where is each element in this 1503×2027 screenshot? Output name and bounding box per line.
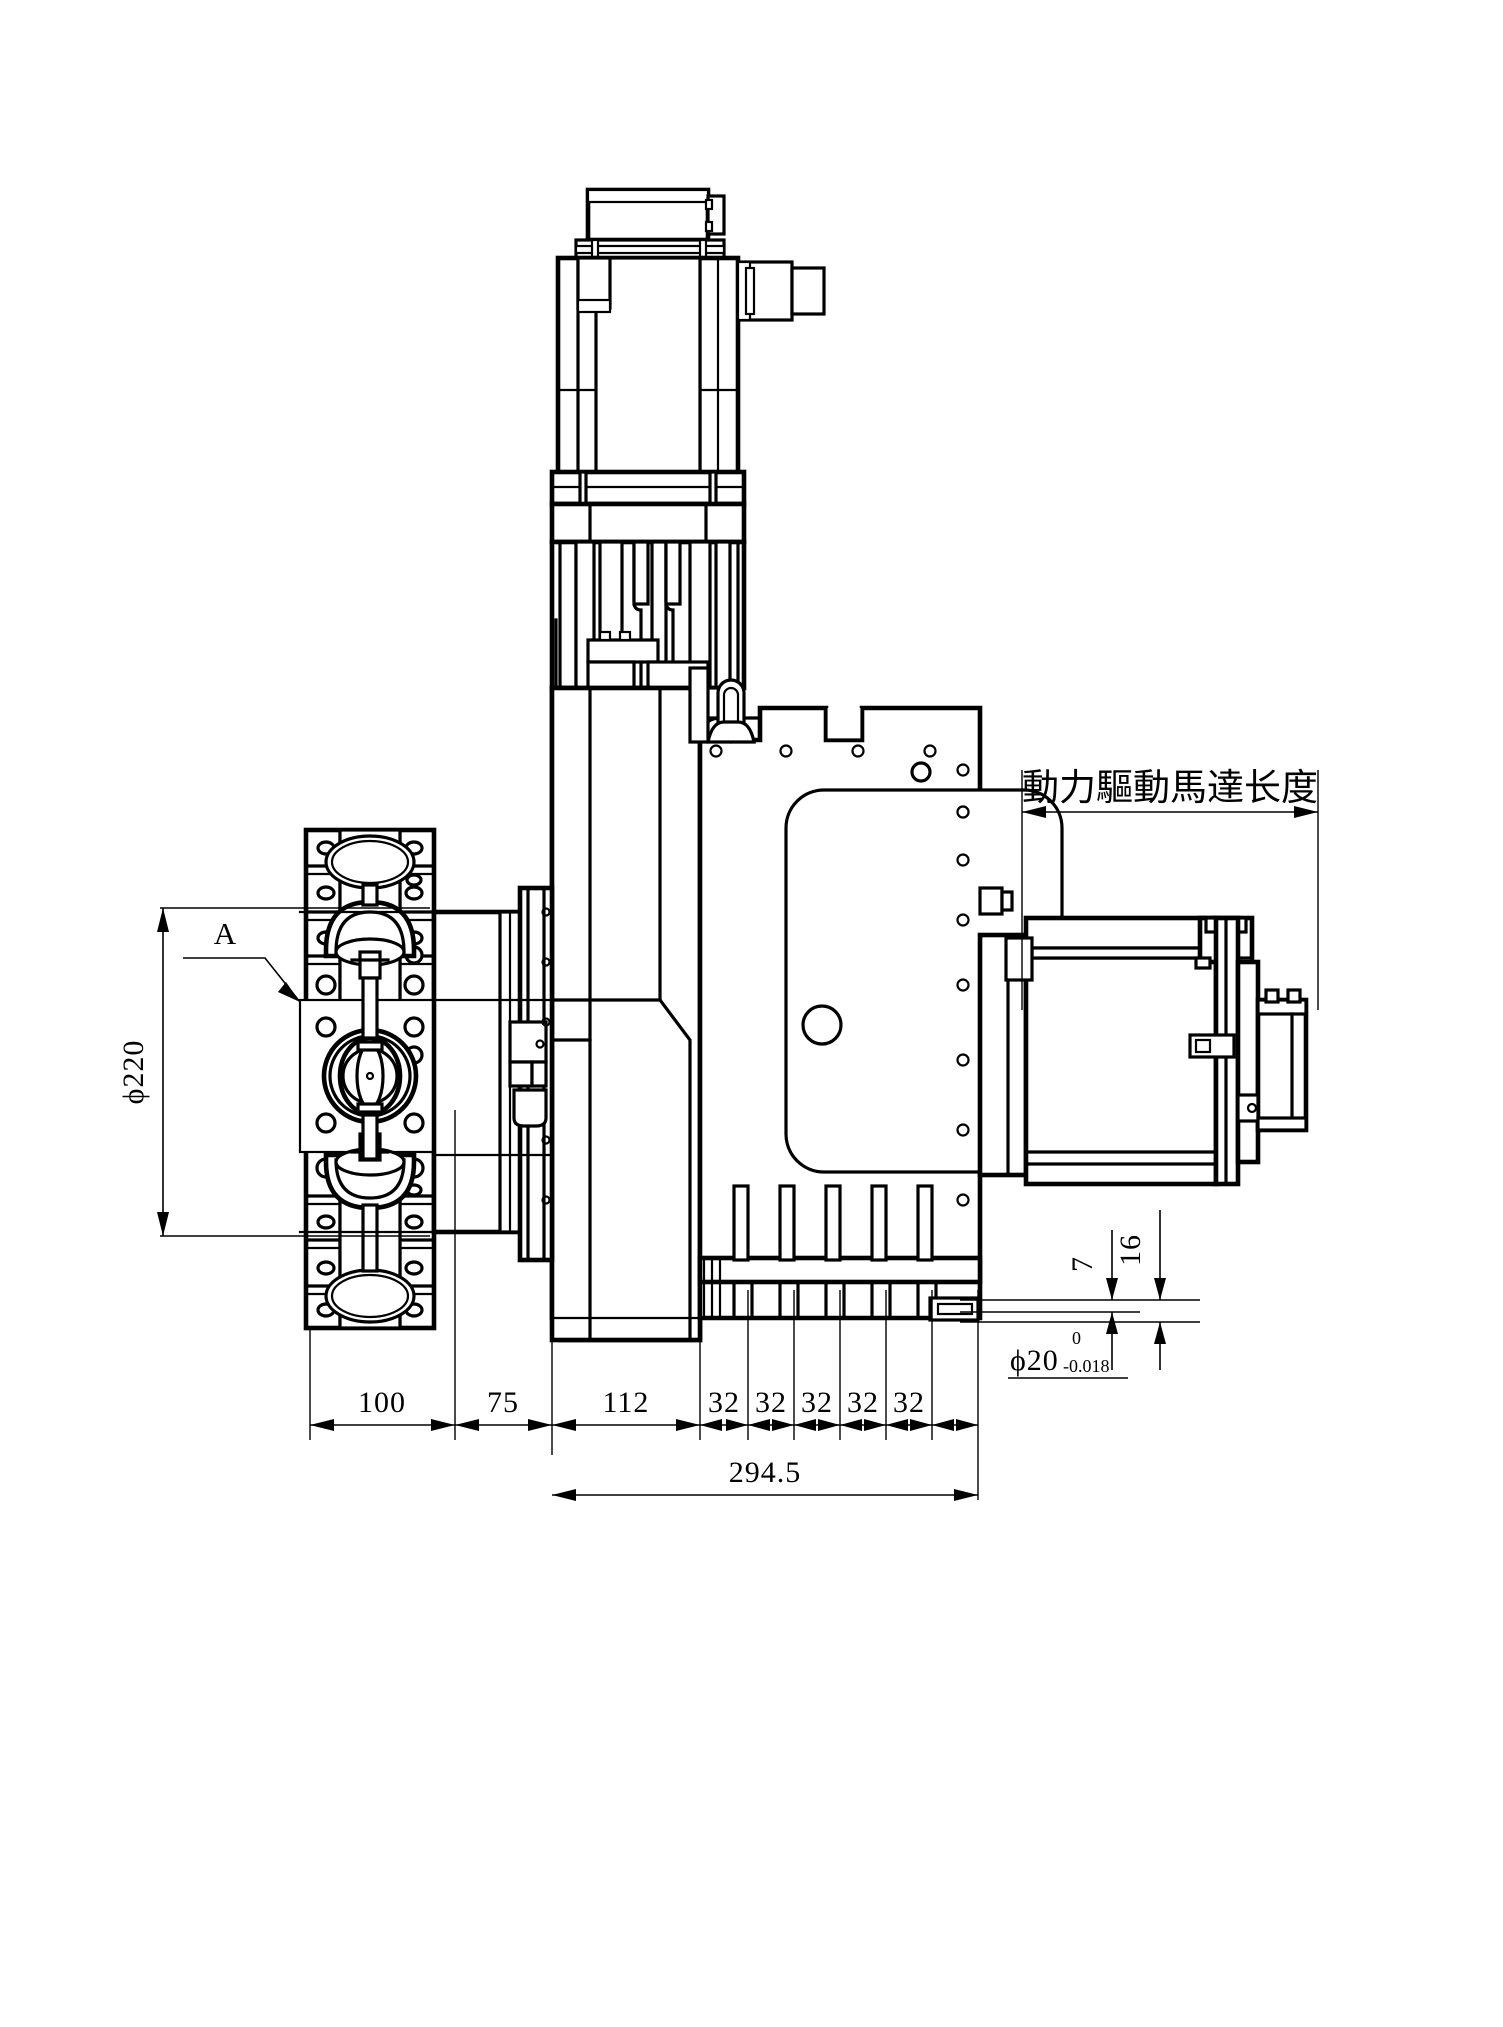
dimension-7-16: 7 16: [960, 1210, 1200, 1370]
dim-32-label-5: 32: [893, 1386, 925, 1419]
vertical-rod-column: [549, 539, 747, 691]
turret-spindle-flange: [298, 885, 555, 1263]
bolt-hole-row-top: [709, 744, 937, 783]
tool-slot-fins: [697, 1184, 983, 1322]
dim-112-label: 112: [603, 1386, 650, 1419]
callout-bore-phi20: ϕ20 0 -0.018: [1008, 1328, 1128, 1379]
dimension-chain-horizontal: 100 75 112 32 32 32 32 32: [309, 1110, 979, 1500]
dim-32-label-3: 32: [801, 1386, 833, 1419]
tool-station-top: [324, 834, 416, 890]
dim-100-label: 100: [358, 1386, 406, 1419]
tool-station-bottom: [324, 1268, 416, 1324]
dim-16-label: 16: [1114, 1234, 1147, 1266]
servo-motor: [977, 915, 1309, 1187]
dimension-motor-length: 動力驅動馬達长度: [1021, 766, 1319, 1010]
dim-75-label: 75: [487, 1386, 519, 1419]
dimension-arrowheads: [310, 1419, 978, 1431]
overall-length-label: 294.5: [729, 1456, 802, 1489]
bore-lower-tolerance: -0.018: [1063, 1356, 1110, 1376]
detail-leader-A: A: [183, 916, 301, 1003]
dimension-overall-length: 294.5: [552, 1456, 978, 1501]
detail-label-a: A: [214, 916, 237, 951]
dim-32-label-2: 32: [755, 1386, 787, 1419]
phi220-label: ϕ220: [117, 1040, 150, 1105]
dim-7-label: 7: [1066, 1256, 1099, 1272]
top-cylinder-assembly: [549, 187, 826, 545]
bore-upper-tolerance: 0: [1072, 1328, 1081, 1348]
turret-disc: [298, 827, 448, 1331]
bore-value: ϕ20: [1010, 1344, 1059, 1377]
motor-length-note: 動力驅動馬達长度: [1022, 766, 1318, 809]
dimension-phi220: ϕ220: [117, 907, 430, 1237]
main-housing-body: [549, 666, 1064, 1343]
tool-station-center: [321, 1027, 419, 1125]
dim-32-label-4: 32: [847, 1386, 879, 1419]
dim-32-label-1: 32: [708, 1386, 740, 1419]
